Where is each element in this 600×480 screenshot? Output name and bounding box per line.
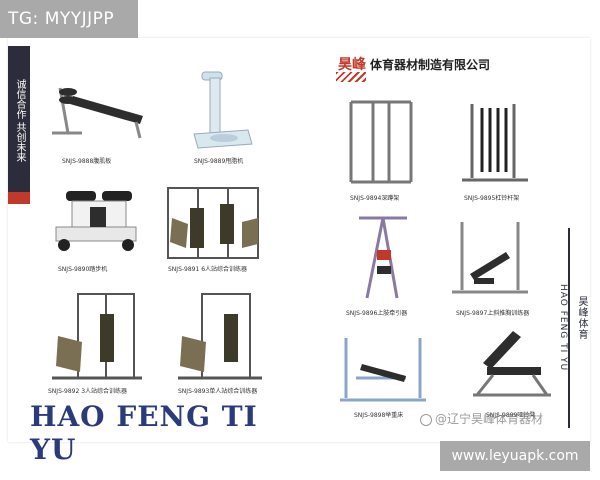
product-caption: SNJS-9896上肢牵引器 xyxy=(346,310,408,317)
company-brand: 昊峰 xyxy=(338,57,366,73)
product-6-station-trainer-image xyxy=(158,178,268,263)
left-tab-red-accent xyxy=(8,192,30,204)
product-caption: SNJS-9894深蹲架 xyxy=(350,195,400,202)
website-overlay-label: www.leyuapk.com xyxy=(440,441,590,471)
product-caption: SNJS-9898举重床 xyxy=(354,412,404,419)
product-single-station-trainer-image xyxy=(176,288,266,383)
product-3-station-trainer-image xyxy=(48,288,148,383)
footer-title: HAO FENG TI YU xyxy=(30,400,258,466)
product-upper-limb-puller-image xyxy=(353,210,413,305)
left-side-tab: 诚信合作 共创未来 xyxy=(8,46,30,204)
product-squat-rack-image xyxy=(343,98,418,188)
product-caption: SNJS-9895杠铃杆架 xyxy=(464,195,520,202)
right-side-tab: 昊峰体育 HAO FENG TI YU xyxy=(558,228,590,428)
product-caption: SNJS-9891 6人站综合训练器 xyxy=(168,266,248,273)
product-caption: SNJS-9899哑铃凳 xyxy=(486,412,536,419)
company-header: 昊峰体育器材制造有限公司 xyxy=(336,54,578,82)
right-tab-en: HAO FENG TI YU xyxy=(558,284,568,372)
product-incline-press-image xyxy=(448,216,533,301)
right-tab-cn: 昊峰体育 xyxy=(576,296,587,340)
product-caption: SNJS-9890踏步机 xyxy=(58,266,108,273)
watermark: @辽宁昊峰体育器材 xyxy=(420,410,543,427)
product-weightlifting-bench-image xyxy=(336,318,431,408)
product-caption: SNJS-9889甩脂机 xyxy=(194,158,244,165)
watermark-icon xyxy=(420,413,432,426)
product-stepper-image xyxy=(46,183,146,258)
product-vibration-machine-image xyxy=(188,68,258,153)
product-dumbbell-bench-image xyxy=(463,323,553,403)
product-caption: SNJS-9888腹肌板 xyxy=(62,158,112,165)
product-barbell-rack-image xyxy=(458,98,533,188)
left-tab-text: 诚信合作 共创未来 xyxy=(14,79,25,163)
brochure-page: 诚信合作 共创未来 昊峰体育器材制造有限公司 昊峰体育 HAO FENG TI … xyxy=(8,38,590,466)
product-caption: SNJS-9897上斜推胸训练器 xyxy=(456,310,530,317)
watermark-text: @辽宁昊峰体育器材 xyxy=(435,412,544,426)
product-caption: SNJS-9893单人站综合训练器 xyxy=(178,388,258,395)
company-name-rest: 体育器材制造有限公司 xyxy=(370,58,491,72)
tg-overlay-label: TG: MYYJJPP xyxy=(0,0,138,38)
product-situp-board-image xyxy=(48,78,158,148)
header-stripe-decoration xyxy=(336,72,366,82)
product-caption: SNJS-9892 3人站综合训练器 xyxy=(48,388,128,395)
